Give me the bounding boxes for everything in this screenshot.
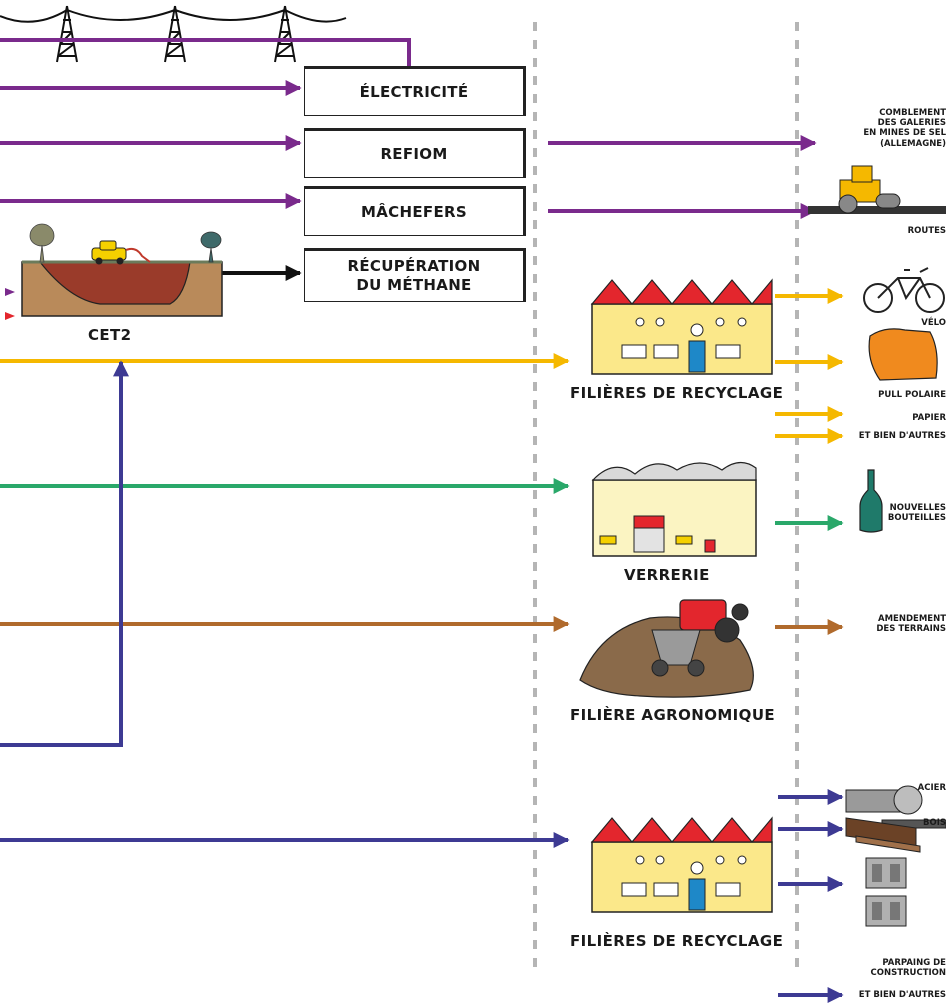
agronomique-label: FILIÈRE AGRONOMIQUE [570,706,776,724]
bottle-icon [859,469,883,533]
parpaing-label: PARPAING DE CONSTRUCTION [871,958,946,978]
amendement-line: AMENDEMENT [878,614,946,624]
wood-planks-icon [845,817,921,853]
comblement-line: DES GALERIES [877,118,946,129]
methane-label-line1: RÉCUPÉRATION [347,257,481,276]
comblement-line: (ALLEMAGNE) [880,138,946,149]
road-roller-icon [808,165,946,214]
bouteilles-line: BOUTEILLES [887,513,946,524]
routes-label: ROUTES [907,226,946,236]
electricite-label: ÉLECTRICITÉ [359,82,469,101]
compost-field-illustration [579,599,754,698]
small-red-arrow [5,312,15,320]
autres-top-label: ET BIEN D'AUTRES [858,431,946,441]
steel-coil-icon [845,785,946,829]
autres-bottom-label: ET BIEN D'AUTRES [858,990,946,1000]
pull-label: PULL POLAIRE [878,390,946,400]
cet2-label: CET2 [88,326,132,344]
flow-blue-to-cet2 [0,360,129,747]
bois-label: BOIS [923,818,946,828]
small-purple-arrow [5,288,15,296]
papier-label: PAPIER [912,413,946,423]
methane-label-line2: DU MÉTHANE [356,276,472,294]
recyclage-top-label: FILIÈRES DE RECYCLAGE [570,384,784,402]
power-line-icon [0,5,347,63]
bicycle-icon [863,267,945,313]
bouteilles-line: NOUVELLES [889,503,946,513]
tree-icon [200,231,222,263]
recycling-factory-top-illustration [590,278,773,375]
bouteilles-label: NOUVELLES BOUTEILLES [888,503,946,523]
flow-electricity-grid [0,38,411,66]
parpaing-line: CONSTRUCTION [870,968,946,979]
amendement-label: AMENDEMENT DES TERRAINS [876,614,946,634]
machefers-box: MÂCHEFERS [304,186,526,236]
comblement-line: COMBLEMENT [879,108,946,118]
machefers-label: MÂCHEFERS [361,202,467,221]
car-icon [91,240,151,265]
electricite-box: ÉLECTRICITÉ [304,66,526,116]
tree-icon [29,223,55,263]
comblement-line: EN MINES DE SEL [863,128,946,139]
concrete-block-icon [865,857,907,927]
glassworks-illustration [591,461,757,557]
recycling-factory-bottom-illustration [590,816,773,913]
refiom-label: REFIOM [380,144,448,163]
tractor-icon [651,599,749,677]
acier-label: ACIER [917,783,946,793]
recyclage-bottom-label: FILIÈRES DE RECYCLAGE [570,932,784,950]
verrerie-label: VERRERIE [624,566,710,584]
comblement-label: COMBLEMENT DES GALERIES EN MINES DE SEL … [863,108,946,149]
methane-box: RÉCUPÉRATION DU MÉTHANE [304,248,526,302]
refiom-box: REFIOM [304,128,526,178]
parpaing-line: PARPAING DE [882,958,946,968]
fleece-icon [868,328,938,381]
amendement-line: DES TERRAINS [876,624,946,635]
velo-label: VÉLO [921,318,946,328]
landfill-illustration [21,223,223,317]
